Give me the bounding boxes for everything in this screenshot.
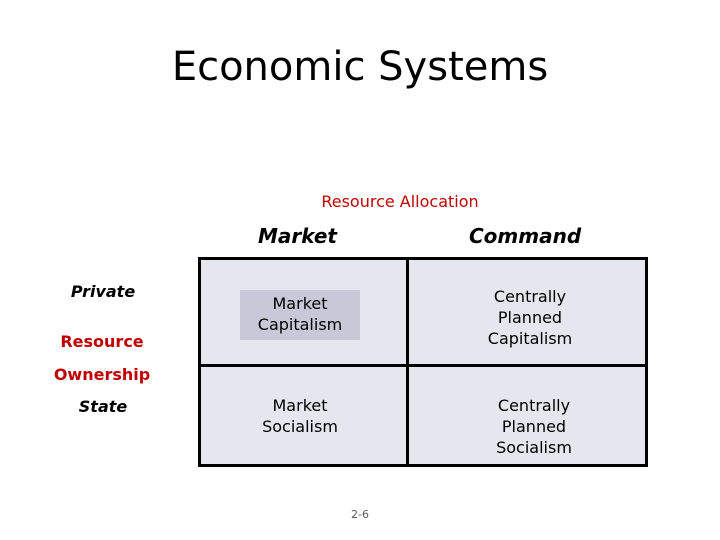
cell-centrally-planned-capitalism: Centrally Planned Capitalism <box>470 286 590 349</box>
row-label-state: State <box>78 397 128 416</box>
page-number: 2-6 <box>351 508 369 521</box>
cell-line: Planned <box>497 308 563 327</box>
row-axis-label-ownership: Ownership <box>53 365 151 384</box>
cell-line: Planned <box>501 417 567 436</box>
cell-centrally-planned-socialism: Centrally Planned Socialism <box>474 395 594 458</box>
cell-line: Market <box>272 396 328 415</box>
cell-line: Socialism <box>496 438 572 457</box>
cell-line: Capitalism <box>487 329 573 348</box>
matrix-vertical-divider <box>406 257 409 467</box>
axis-title-resource-allocation: Resource Allocation <box>321 192 479 211</box>
matrix-horizontal-divider <box>198 364 648 367</box>
cell-line: Centrally <box>497 396 571 415</box>
cell-market-capitalism: Market Capitalism <box>240 290 360 340</box>
row-label-private: Private <box>70 282 136 301</box>
slide-title: Economic Systems <box>171 44 549 90</box>
cell-line: Capitalism <box>257 315 343 334</box>
column-header-market: Market <box>258 224 337 248</box>
column-header-command: Command <box>469 224 582 248</box>
cell-line: Centrally <box>493 287 567 306</box>
cell-line: Market <box>272 294 328 313</box>
cell-line: Socialism <box>262 417 338 436</box>
row-axis-label-resource: Resource <box>60 332 144 351</box>
cell-market-socialism: Market Socialism <box>240 395 360 437</box>
